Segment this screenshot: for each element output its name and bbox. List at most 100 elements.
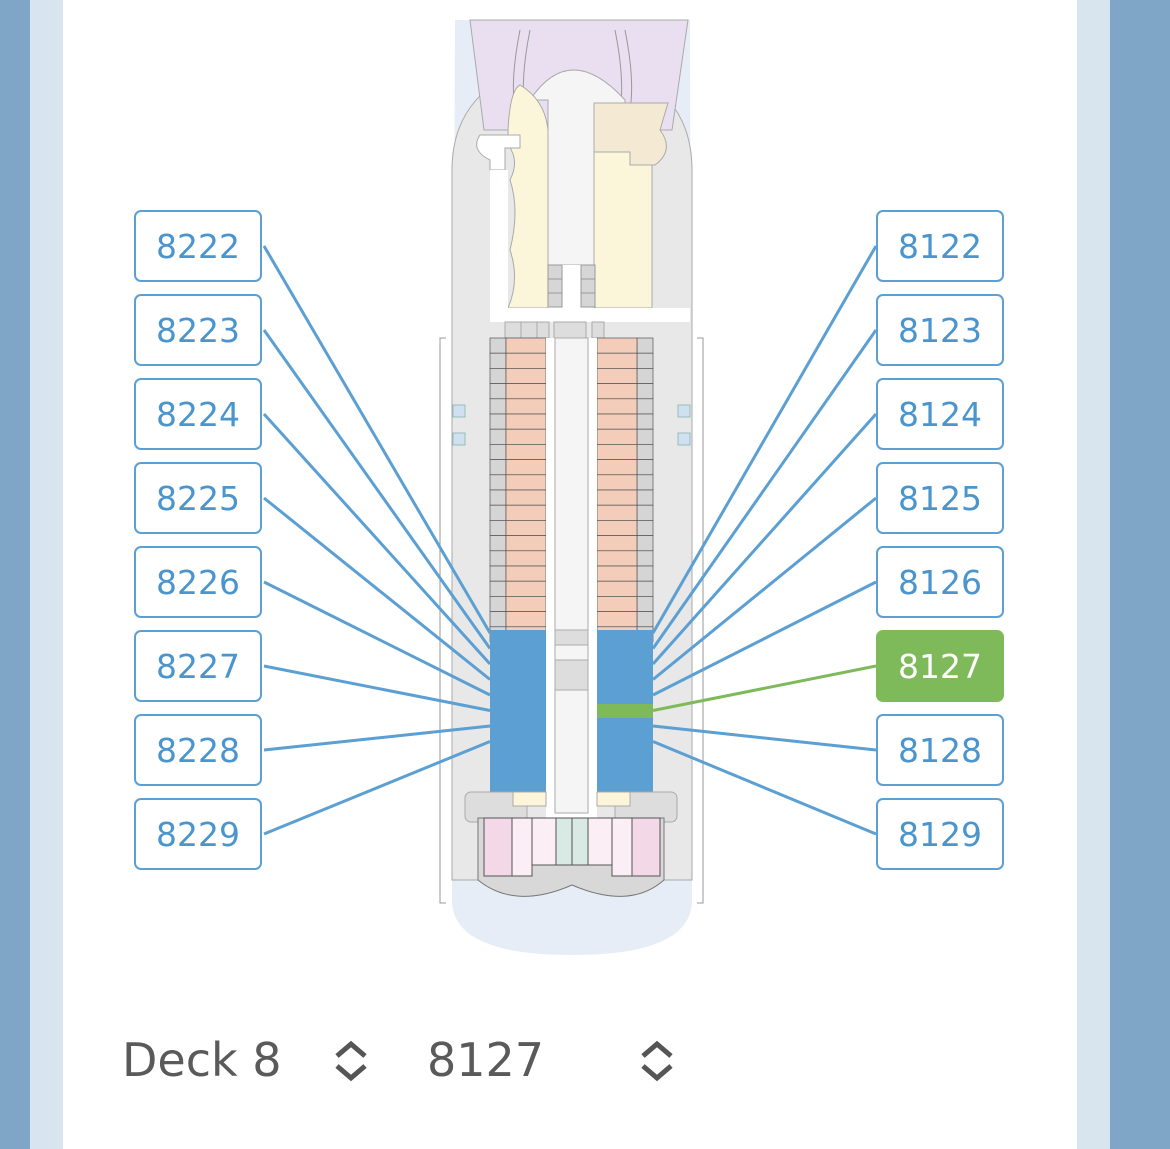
- balcony: [489, 535, 507, 552]
- balcony: [489, 565, 507, 582]
- cabin: [505, 428, 547, 445]
- cabin-label-8224[interactable]: 8224: [134, 378, 262, 450]
- cabin: [596, 352, 638, 369]
- cabin: [596, 520, 638, 536]
- cabin: [596, 565, 638, 582]
- cabin: [505, 459, 547, 476]
- cabin: [505, 398, 547, 415]
- window-icon: [452, 404, 466, 418]
- balcony: [636, 504, 654, 521]
- cabin-label-8128[interactable]: 8128: [876, 714, 1004, 786]
- cabin: [505, 535, 547, 552]
- deck-brackets: [439, 337, 704, 904]
- balcony: [636, 580, 654, 597]
- balcony: [489, 474, 507, 491]
- leader-line-8123: [651, 329, 878, 650]
- cabin: [505, 504, 547, 521]
- stairs-icon: [554, 659, 589, 691]
- cabin-select[interactable]: 8127: [427, 1030, 544, 1090]
- balcony: [636, 565, 654, 582]
- cabin: [505, 368, 547, 384]
- leader-line-8128: [652, 724, 877, 752]
- balcony: [489, 398, 507, 415]
- cabin-label-8129[interactable]: 8129: [876, 798, 1004, 870]
- leader-line-8229: [263, 740, 491, 836]
- cabin-label-8125[interactable]: 8125: [876, 462, 1004, 534]
- balcony: [636, 352, 654, 369]
- leader-line-8228: [263, 724, 491, 752]
- cabin: [505, 352, 547, 369]
- balcony: [636, 383, 654, 400]
- cabin: [596, 368, 638, 384]
- balcony: [636, 444, 654, 460]
- balcony: [636, 398, 654, 415]
- balcony: [489, 428, 507, 445]
- cabin: [505, 596, 547, 612]
- cabin-label-8222[interactable]: 8222: [134, 210, 262, 282]
- cabin: [596, 596, 638, 612]
- cabin: [596, 398, 638, 415]
- balcony: [489, 368, 507, 384]
- bow-detail: [512, 29, 633, 111]
- deck-select[interactable]: Deck 8: [122, 1030, 282, 1090]
- cabin-label-8225[interactable]: 8225: [134, 462, 262, 534]
- port-passage: [490, 170, 508, 320]
- window-icon: [452, 432, 466, 446]
- balcony: [636, 535, 654, 552]
- chevron-up-down-icon[interactable]: [331, 1038, 371, 1084]
- cabin-label-8227[interactable]: 8227: [134, 630, 262, 702]
- cabin-label-8228[interactable]: 8228: [134, 714, 262, 786]
- cabin-label-8127[interactable]: 8127: [876, 630, 1004, 702]
- selected-cabin-marker[interactable]: [597, 704, 653, 718]
- balcony: [489, 520, 507, 536]
- cabin: [596, 444, 638, 460]
- balcony: [636, 337, 654, 354]
- balcony: [489, 337, 507, 354]
- cabin: [505, 580, 547, 597]
- cabin-label-8223[interactable]: 8223: [134, 294, 262, 366]
- leader-line-8126: [652, 580, 877, 697]
- cabin-label-8124[interactable]: 8124: [876, 378, 1004, 450]
- cabin-label-8229[interactable]: 8229: [134, 798, 262, 870]
- balcony: [489, 611, 507, 628]
- chevron-up-down-icon[interactable]: [637, 1038, 677, 1084]
- leader-line-8223: [262, 329, 492, 650]
- cabin: [596, 337, 638, 354]
- forward-venue-annex: [593, 102, 669, 166]
- cabin-label-8126[interactable]: 8126: [876, 546, 1004, 618]
- balcony: [489, 504, 507, 521]
- balcony: [636, 550, 654, 567]
- balcony: [489, 383, 507, 400]
- restroom-icons: [504, 321, 605, 353]
- balcony: [489, 550, 507, 567]
- leader-line-8124: [651, 413, 878, 665]
- cabin: [596, 580, 638, 597]
- balcony: [636, 413, 654, 430]
- cabin: [505, 550, 547, 567]
- cabin: [596, 428, 638, 445]
- leader-line-8225: [263, 496, 491, 681]
- leader-line-8227: [263, 664, 491, 712]
- cabin: [596, 489, 638, 506]
- cabin-select-value: 8127: [427, 1033, 545, 1087]
- balcony: [636, 428, 654, 445]
- leader-line-8224: [262, 412, 492, 666]
- right-margin: [1077, 0, 1110, 1149]
- aft-suites: [483, 817, 661, 877]
- balcony: [489, 352, 507, 369]
- cabin-label-8123[interactable]: 8123: [876, 294, 1004, 366]
- balcony: [636, 489, 654, 506]
- balcony: [636, 474, 654, 491]
- aft-room: [596, 791, 631, 807]
- cabin: [505, 337, 547, 354]
- cabin-label-8122[interactable]: 8122: [876, 210, 1004, 282]
- cabin: [596, 474, 638, 491]
- window-icon: [677, 432, 691, 446]
- balcony: [489, 489, 507, 506]
- cabin-label-8226[interactable]: 8226: [134, 546, 262, 618]
- service-core: [554, 337, 589, 814]
- cabin: [505, 413, 547, 430]
- leader-line-8226: [263, 580, 491, 697]
- cabin: [596, 413, 638, 430]
- leader-lines: [262, 245, 878, 836]
